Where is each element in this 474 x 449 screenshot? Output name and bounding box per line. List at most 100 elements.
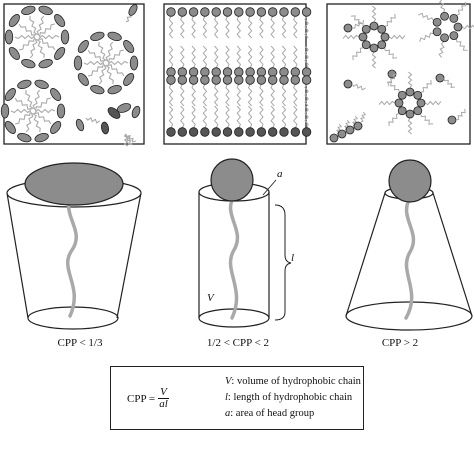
lipid-head [256, 67, 267, 77]
lipid-head [21, 59, 36, 69]
lipid-head [447, 115, 457, 125]
lipid-head [177, 127, 188, 137]
lipid-tail [15, 110, 32, 125]
legend-text: : area of head group [230, 408, 315, 419]
lipid-head [222, 67, 233, 77]
lipid-head [54, 14, 66, 28]
lipid-tail [98, 64, 107, 85]
lipid-tail [202, 105, 208, 129]
lipid-tail [388, 113, 400, 127]
lipid-tail [213, 15, 219, 39]
lipid-tail [83, 60, 105, 66]
lipid-tail [461, 24, 474, 30]
lipid-head [0, 103, 10, 119]
panel-frame [326, 3, 471, 145]
lipid-head [369, 43, 379, 53]
lipid-tail [456, 1, 467, 16]
lipid-tail [180, 105, 185, 129]
lipid-head [301, 127, 312, 137]
lipid-head [166, 7, 176, 17]
lipid-head [166, 75, 176, 85]
inverted-truncated-cone-shape [345, 159, 473, 331]
lipid-head [38, 59, 53, 69]
cone-side [6, 192, 142, 319]
lipid-head [432, 27, 442, 37]
lipid-tail [386, 81, 400, 93]
lipid-tail [14, 34, 36, 40]
formula-numerator: V [158, 386, 169, 399]
lipid-tail [36, 15, 45, 36]
lipid-head [234, 7, 244, 17]
legend-symbol: V [225, 376, 232, 387]
lipid-head [107, 107, 121, 119]
lipid-head [166, 127, 176, 137]
lipid-head [177, 67, 188, 77]
lipid-tail [304, 45, 309, 69]
cpp-legend-box: CPP = V al V: volume of hydrophobic chai… [110, 366, 364, 430]
lipid-tail [236, 83, 242, 107]
lipid-tail [18, 23, 37, 36]
cpp-formula: CPP = V al [127, 387, 169, 410]
lipid-head [301, 67, 312, 77]
lipid-head [129, 55, 139, 71]
lipid-head [200, 67, 210, 77]
lipid-head [416, 98, 426, 108]
lipid-head [290, 127, 301, 137]
legend-row: V: volume of hydrophobic chain [225, 374, 361, 390]
lipid-head [50, 120, 62, 134]
lipid-tail [247, 83, 253, 107]
lipid-tail [419, 32, 434, 43]
lipid-tail [98, 42, 108, 62]
lipid-tail [236, 15, 242, 39]
lipid-head [256, 75, 267, 85]
lipid-tail [384, 47, 398, 59]
lipid-head [394, 98, 404, 108]
lipid-head [361, 24, 371, 34]
lipid-tail [35, 38, 45, 58]
lipid-tail [270, 105, 275, 129]
annotation-v: V [207, 292, 214, 304]
lipid-head [301, 75, 312, 85]
lipid-tail [384, 13, 396, 27]
hydrophobic-chain [66, 193, 79, 318]
lipid-tail [34, 97, 51, 112]
lipid-head [234, 127, 244, 137]
lipid-head [222, 7, 233, 17]
lipid-head [245, 67, 255, 77]
lipid-head [107, 85, 122, 95]
lipid-tail [259, 15, 264, 39]
lipid-head [234, 67, 244, 77]
formula-fraction: V al [158, 387, 169, 410]
lipid-tail [259, 45, 264, 69]
lipid-tail [236, 105, 242, 129]
lipid-head [211, 7, 221, 17]
lipid-tail [281, 105, 287, 129]
lipid-tail [202, 45, 208, 69]
lipid-head [222, 75, 233, 85]
lipid-head [453, 22, 463, 32]
lipid-head [380, 32, 390, 42]
lipid-head [245, 7, 255, 17]
lipid-head [4, 120, 16, 134]
lipid-head [188, 127, 199, 137]
head-group [210, 158, 254, 202]
lipid-head [90, 31, 105, 41]
inverse-cone-base [345, 301, 473, 331]
lipid-head [100, 121, 110, 135]
lipid-head [361, 40, 371, 50]
lipid-head [343, 79, 353, 89]
formula-denominator: al [159, 398, 168, 410]
legend-text: : length of hydrophobic chain [227, 392, 353, 403]
lipid-tail [304, 105, 309, 129]
lipid-tail [455, 38, 468, 51]
lipid-head [435, 73, 445, 83]
lipid-head [131, 105, 141, 119]
lipid-tail [281, 45, 287, 69]
lipid-tail [351, 19, 365, 29]
lipid-head [397, 106, 407, 116]
lipid-tail [387, 73, 397, 87]
lipid-head [268, 75, 278, 85]
lipid-tail [293, 83, 298, 107]
lipid-head [234, 75, 244, 85]
lipid-tail [247, 105, 253, 129]
